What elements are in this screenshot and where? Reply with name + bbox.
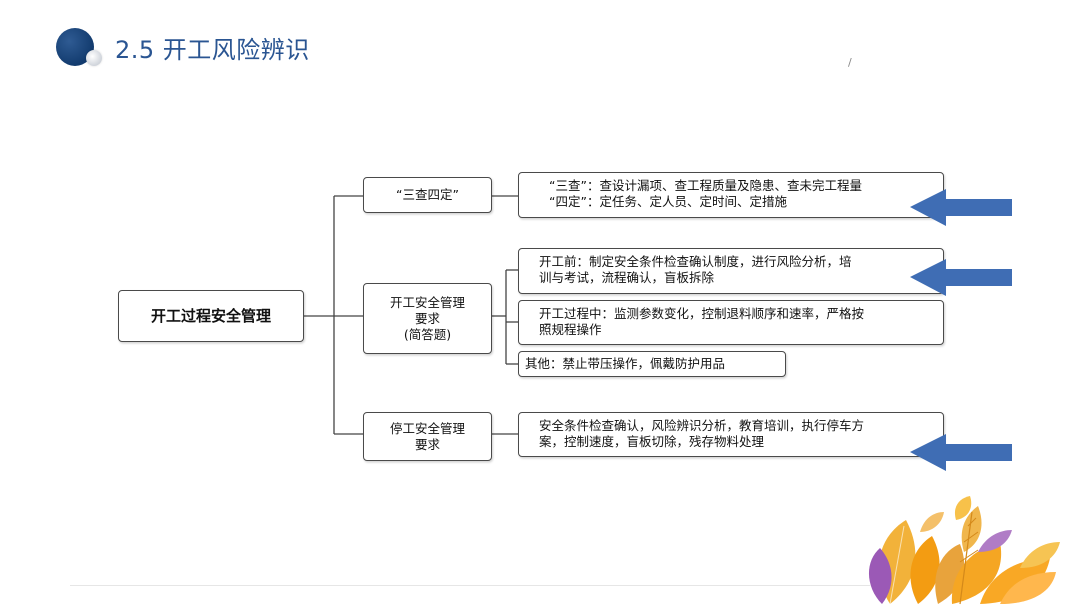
- branch-startup-requirements: 开工安全管理 要求 (简答题): [363, 283, 492, 354]
- branch1-detail-line2: “四定”：定任务、定人员、定时间、定措施: [549, 194, 943, 210]
- branch2-label-line1: 开工安全管理: [390, 295, 465, 311]
- branch3-label-line1: 停工安全管理: [390, 421, 465, 437]
- footer-divider: [70, 585, 870, 586]
- branch1-detail-line1: “三查”：查设计漏项、查工程质量及隐患、查未完工程量: [549, 178, 943, 194]
- branch2-label-line2: 要求: [415, 311, 440, 327]
- branch2-detail2-line1: 开工过程中：监测参数变化，控制退料顺序和速率，严格按: [539, 306, 943, 322]
- branch3-detail-line2: 案，控制速度，盲板切除，残存物料处理: [539, 434, 943, 450]
- branch3-detail: 安全条件检查确认，风险辨识分析，教育培训，执行停车方 案，控制速度，盲板切除，残…: [518, 412, 944, 457]
- arrow-icon: [908, 433, 1018, 473]
- branch1-label: “三查四定”: [396, 187, 459, 203]
- branch2-detail-before: 开工前：制定安全条件检查确认制度，进行风险分析，培 训与考试，流程确认，盲板拆除: [518, 248, 944, 294]
- branch2-detail-during: 开工过程中：监测参数变化，控制退料顺序和速率，严格按 照规程操作: [518, 300, 944, 345]
- branch2-detail-other: 其他：禁止带压操作，佩戴防护用品: [518, 351, 786, 377]
- branch1-detail: “三查”：查设计漏项、查工程质量及隐患、查未完工程量 “四定”：定任务、定人员、…: [518, 172, 944, 218]
- root-label: 开工过程安全管理: [151, 308, 271, 324]
- arrow-icon: [908, 258, 1018, 298]
- branch3-detail-line1: 安全条件检查确认，风险辨识分析，教育培训，执行停车方: [539, 418, 943, 434]
- branch2-label-line3: (简答题): [404, 327, 451, 343]
- leaves-decoration-icon: [860, 492, 1080, 607]
- branch-shutdown-requirements: 停工安全管理 要求: [363, 412, 492, 461]
- branch-sancha-sidding: “三查四定”: [363, 177, 492, 213]
- arrow-icon: [908, 188, 1018, 228]
- branch3-label-line2: 要求: [415, 437, 440, 453]
- branch2-detail1-line1: 开工前：制定安全条件检查确认制度，进行风险分析，培: [539, 254, 943, 270]
- root-node: 开工过程安全管理: [118, 290, 304, 342]
- branch2-detail2-line2: 照规程操作: [539, 322, 943, 338]
- branch2-detail3: 其他：禁止带压操作，佩戴防护用品: [525, 356, 785, 372]
- branch2-detail1-line2: 训与考试，流程确认，盲板拆除: [539, 270, 943, 286]
